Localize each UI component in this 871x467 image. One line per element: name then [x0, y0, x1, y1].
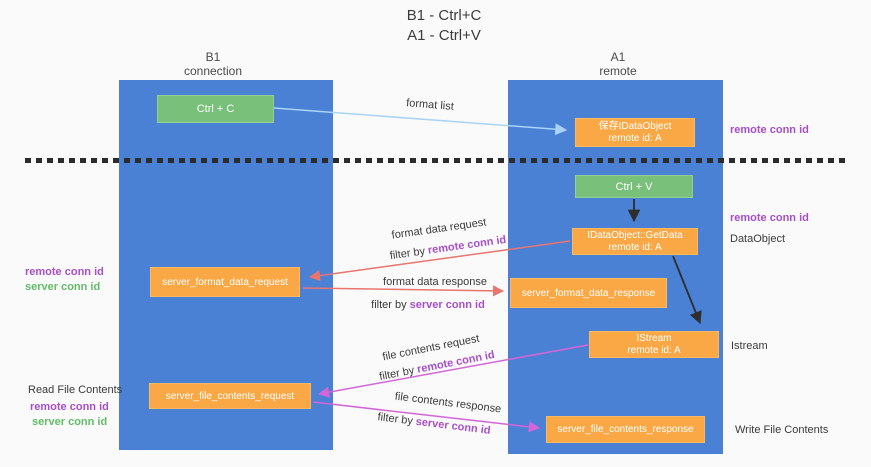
annotation-remote-conn-id-top: remote conn id	[730, 124, 809, 136]
annotation-file-server-conn-id: server conn id	[32, 416, 108, 428]
node-ctrl-v: Ctrl + V	[575, 175, 693, 198]
filter-by-text: filter by	[376, 411, 414, 428]
node-ctrl-c: Ctrl + C	[157, 95, 274, 123]
annotation-format-remote-conn-id: remote conn id	[25, 266, 104, 278]
filter-server-conn-id: server conn id	[409, 299, 485, 311]
node-server-file-contents-request: server_file_contents_request	[149, 383, 311, 409]
edge-label-format-list: format list	[405, 97, 455, 113]
phase-separator-dashed-line	[25, 158, 847, 163]
node-save-idataobject-line2: remote id: A	[608, 132, 662, 144]
node-idataobject-getdata-line1: IDataObject::GetData	[587, 229, 683, 241]
lane-b1-role: connection	[183, 64, 243, 78]
filter-by-text: filter by	[371, 299, 407, 311]
annotation-read-file-contents: Read File Contents	[28, 384, 123, 396]
node-server-file-contents-request-label: server_file_contents_request	[165, 390, 295, 402]
node-save-idataobject-line1: 保存IDataObject	[598, 120, 672, 132]
node-server-format-data-response-label: server_format_data_response	[521, 287, 656, 299]
annotation-remote-conn-id-mid: remote conn id	[730, 212, 809, 224]
edge-label-format-data-response: format data response	[383, 276, 487, 288]
annotation-format-server-conn-id: server conn id	[25, 281, 101, 293]
annotation-istream: Istream	[731, 340, 768, 352]
annotation-write-file-contents: Write File Contents	[735, 424, 829, 436]
diagram-title-line1: B1 - Ctrl+C	[406, 7, 482, 24]
node-istream-line2: remote id: A	[627, 344, 681, 356]
diagram-title-line2: A1 - Ctrl+V	[407, 27, 481, 44]
node-istream-line1: IStream	[636, 332, 672, 344]
node-server-format-data-response: server_format_data_response	[510, 278, 667, 308]
lane-header-b1: B1 connection	[153, 50, 273, 78]
filter-server-conn-id: server conn id	[415, 415, 492, 437]
node-save-idataobject: 保存IDataObject remote id: A	[575, 118, 695, 147]
node-server-format-data-request: server_format_data_request	[150, 267, 300, 297]
lane-b1-name: B1	[205, 50, 221, 64]
node-idataobject-getdata-line2: remote id: A	[608, 241, 662, 253]
lane-header-a1: A1 remote	[558, 50, 678, 78]
filter-by-text: filter by	[378, 364, 416, 384]
edge-label-file-contents-response: file contents response	[394, 390, 502, 416]
node-ctrl-c-label: Ctrl + C	[196, 103, 235, 115]
annotation-dataobject: DataObject	[730, 233, 786, 245]
node-ctrl-v-label: Ctrl + V	[615, 180, 653, 193]
node-server-file-contents-response: server_file_contents_response	[546, 416, 705, 443]
node-server-file-contents-response-label: server_file_contents_response	[557, 424, 694, 435]
lane-a1-role: remote	[599, 64, 637, 78]
filter-by-text: filter by	[389, 245, 426, 263]
filter-remote-conn-id: remote conn id	[427, 233, 507, 257]
annotation-file-remote-conn-id: remote conn id	[30, 401, 109, 413]
node-istream: IStream remote id: A	[589, 331, 719, 358]
edge-format-data-response	[302, 285, 505, 297]
lane-a1-name: A1	[610, 50, 626, 64]
node-server-format-data-request-label: server_format_data_request	[162, 276, 288, 288]
diagram-title: B1 - Ctrl+C A1 - Ctrl+V	[344, 6, 544, 46]
node-idataobject-getdata: IDataObject::GetData remote id: A	[572, 228, 698, 255]
